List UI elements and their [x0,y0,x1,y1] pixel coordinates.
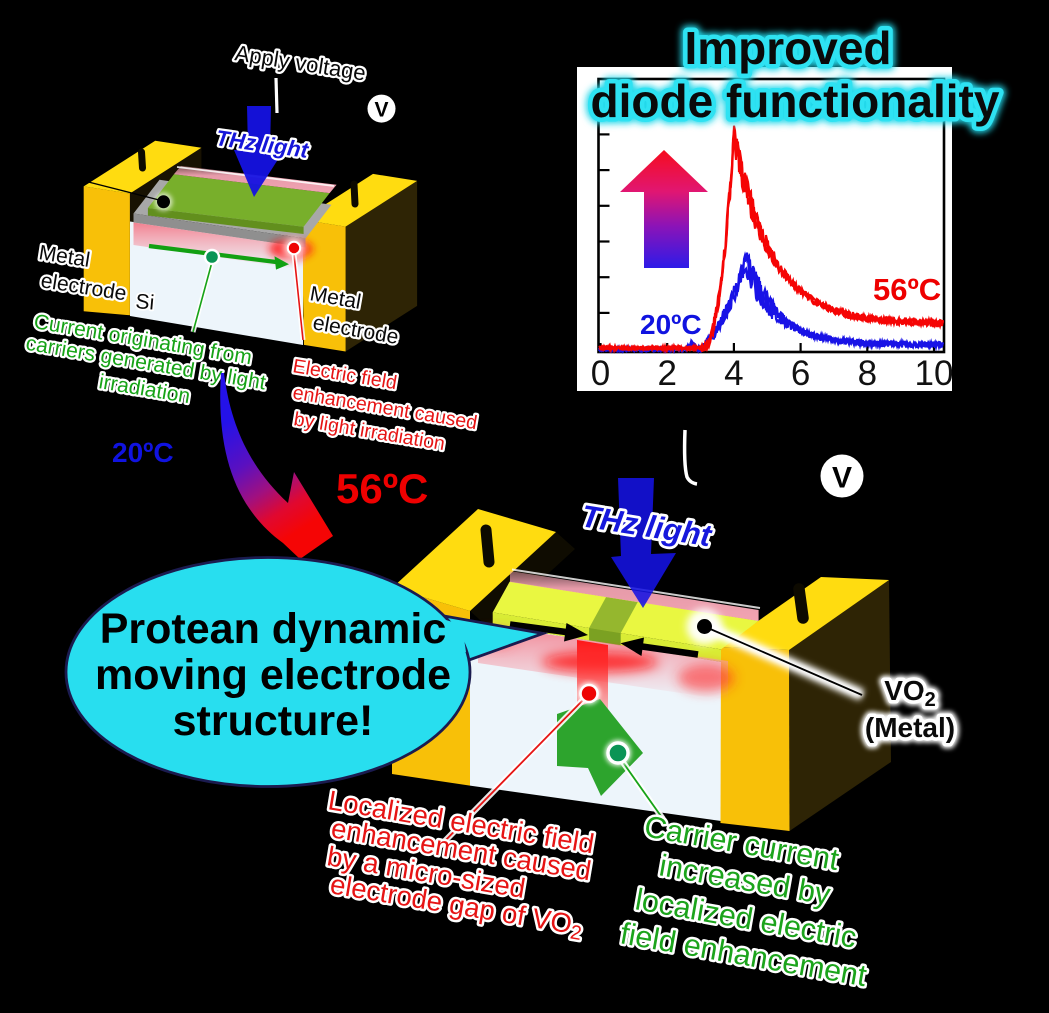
svg-text:56ºC: 56ºC [336,465,428,512]
svg-text:diode functionality: diode functionality [591,75,1000,127]
svg-text:4: 4 [724,354,743,393]
svg-text:20ºC: 20ºC [640,309,702,340]
svg-text:moving electrode: moving electrode [95,651,451,699]
svg-text:Protean dynamic: Protean dynamic [100,605,447,653]
svg-text:V: V [832,462,852,495]
svg-text:Improved: Improved [684,22,891,74]
svg-text:6: 6 [791,354,810,393]
svg-text:10: 10 [915,354,954,393]
svg-text:(Metal): (Metal) [865,712,955,743]
svg-text:0: 0 [591,354,610,393]
svg-text:Si: Si [135,290,156,315]
svg-text:V: V [374,99,388,122]
svg-text:Improved: Improved [684,22,891,74]
svg-text:56ºC: 56ºC [873,272,941,307]
svg-text:(Metal): (Metal) [865,712,955,743]
svg-text:2: 2 [657,354,676,393]
svg-text:20ºC: 20ºC [112,437,174,468]
svg-text:8: 8 [858,354,877,393]
svg-text:diode functionality: diode functionality [591,75,1000,127]
svg-text:VO2: VO2 [884,675,936,711]
svg-text:structure!: structure! [173,697,374,745]
